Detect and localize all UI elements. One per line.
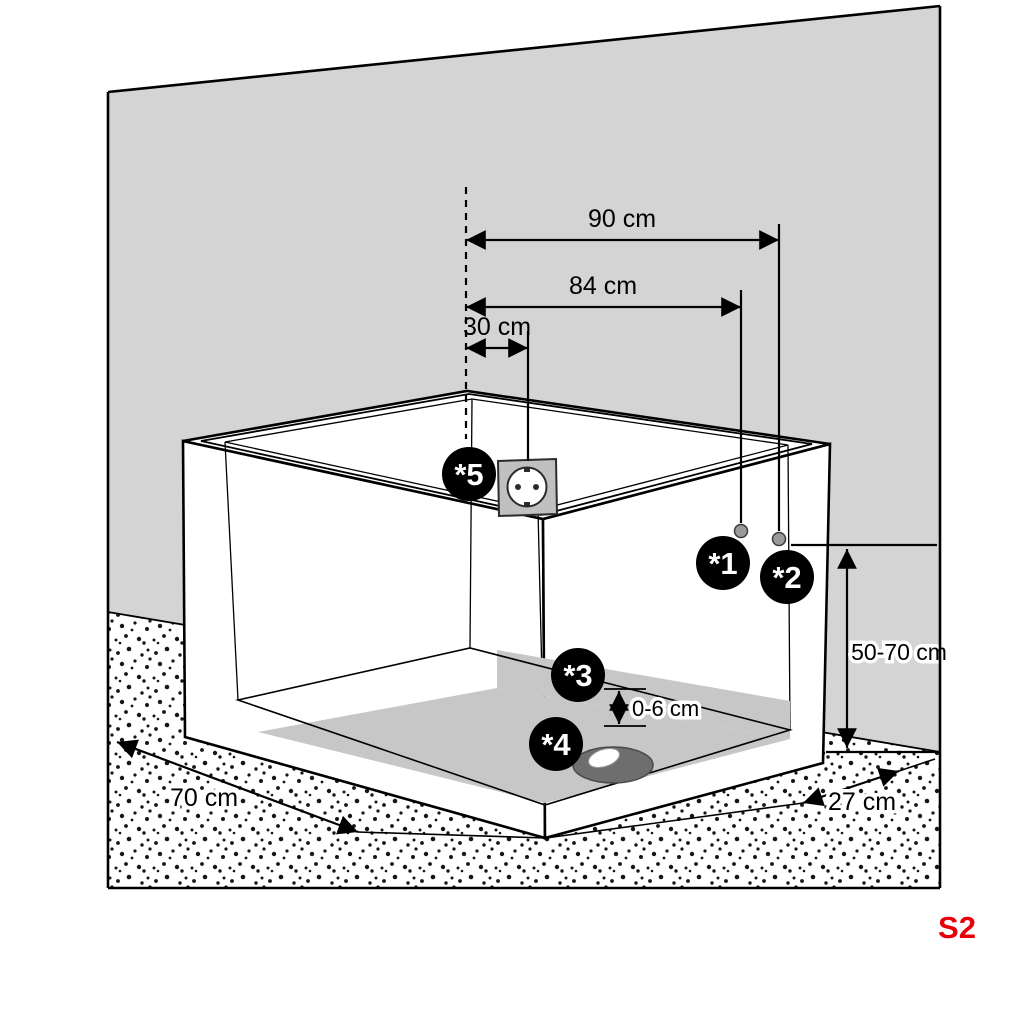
marker-badge-4-circle [529,717,583,771]
socket-face [506,466,548,508]
dimension-27cm-extension-left [545,802,804,839]
power-socket [496,457,559,518]
dimension-70cm-arrow [116,739,359,835]
fixing-point-1 [733,523,749,539]
shower-tray [181,389,832,840]
marker-badge-1-circle [696,536,750,590]
fixing-point-2 [771,531,787,547]
marker-badge-2-label: *2 [772,560,801,595]
socket-pin-left [515,484,521,490]
marker-badge-4: *4 [529,717,583,771]
dimension-90cm-label: 90 cm [588,205,656,233]
dimension-70cm-extension [357,831,547,839]
marker-badge-3-label: *3 [563,658,592,693]
socket-pin-right [533,484,539,490]
marker-badge-5: *5 [442,447,496,501]
dimension-30cm: 30 cm [463,313,531,461]
marker-badge-5-label: *5 [454,457,483,492]
dimension-30cm-label: 30 cm [463,313,531,341]
socket-clip-bottom [524,502,530,506]
dimension-0-6cm-label: 0-6 cm [632,696,699,721]
marker-badge-4-label: *4 [541,727,571,762]
marker-badge-3-circle [551,648,605,702]
dimension-84cm-label: 84 cm [569,272,637,300]
gray-zone-floor [258,688,790,803]
dimension-90cm: 90 cm [466,205,781,531]
marker-badge-2: *2 [760,550,814,604]
dimension-50-70cm-label: 50-70 cm [851,639,947,665]
dimension-84cm: 84 cm [466,272,743,523]
dimension-27cm-extension-right [898,758,936,772]
dimension-27cm-label: 27 cm [828,788,896,816]
marker-badge-5-circle [442,447,496,501]
dimension-70cm: 70 cm [116,739,547,839]
drain-hole [588,748,620,768]
marker-badge-3: *3 [551,648,605,702]
drain [572,746,654,784]
tray-rim-inner-line [200,393,813,516]
tray-inner-corner-left [224,441,239,701]
dimension-70cm-label: 70 cm [170,784,238,812]
dimension-50-70cm: 50-70 cm [791,543,950,754]
frame-border [106,4,942,890]
tray-inner-floor [235,647,793,806]
figure-code: S2 [938,910,976,945]
marker-badge-2-circle [760,550,814,604]
dimension-0-6cm: 0-6 cm [604,688,703,727]
socket-clip-top [524,468,530,472]
marker-badge-1-label: *1 [708,546,737,581]
dimension-27cm: 27 cm [545,758,936,839]
marker-badge-1: *1 [696,536,750,590]
dimension-27cm-arrow [802,767,900,807]
tray-inner-corner-back [469,398,473,649]
frame-top [107,4,941,94]
